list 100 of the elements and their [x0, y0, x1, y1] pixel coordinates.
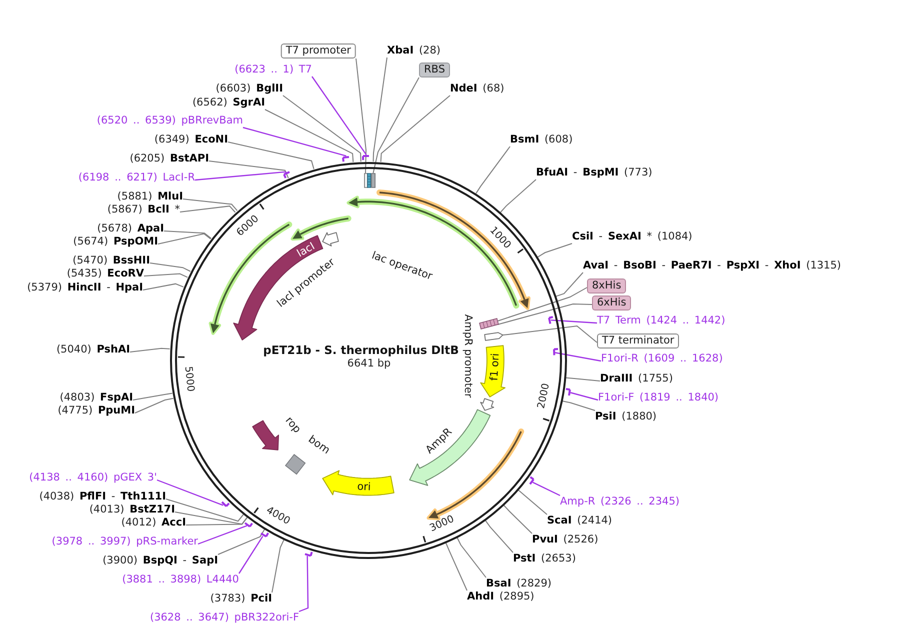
- leader-line: [500, 179, 536, 213]
- enzyme-site-label: (3900) BspQI - SapI: [102, 554, 218, 568]
- enzyme-site-label: (5867) BclI*: [107, 204, 180, 216]
- leader-line: [570, 392, 598, 401]
- enzyme-site-label: PsiI (1880): [595, 410, 657, 424]
- leader-line: [242, 126, 346, 157]
- leader-line: [372, 57, 388, 162]
- orf-track: [345, 194, 520, 310]
- feature-tag: RBS: [419, 62, 450, 78]
- leader-line: [198, 525, 248, 545]
- leader-line: [503, 504, 532, 534]
- enzyme-site-label: (4775) PpuMI: [58, 404, 135, 418]
- leader-line: [372, 77, 420, 174]
- enzyme-site-label: (5040) PshAI: [56, 344, 130, 356]
- enzyme-site-label: BfuAI - BspMI (773): [536, 166, 652, 180]
- enzyme-site-label: XbaI (28): [387, 44, 441, 58]
- enzyme-site-label: (5881) MluI: [117, 190, 183, 204]
- leader-line: [565, 377, 600, 382]
- origin-feature: [480, 345, 506, 398]
- enzyme-site-label: ScaI (2414): [547, 514, 612, 528]
- leader-line: [144, 273, 188, 278]
- enzyme-site-label: BsaI (2829): [486, 578, 552, 590]
- leader-line: [550, 320, 598, 324]
- plasmid-name: pET21b - S. thermophilus DltB: [263, 343, 459, 357]
- scale-label: 2000: [536, 382, 552, 410]
- scale-label: 5000: [182, 365, 196, 392]
- leader-line: [132, 392, 173, 400]
- primer-label: (6623 .. 1) T7: [234, 64, 312, 76]
- leader-line: [180, 206, 236, 213]
- bom-marker: [284, 454, 306, 474]
- leader-line: [497, 287, 588, 322]
- leader-line: [228, 142, 314, 170]
- feature-tag: 8xHis: [587, 278, 626, 293]
- leader-line: [208, 160, 289, 179]
- enzyme-site-label: (6603) BglII: [216, 82, 283, 96]
- origin-feature: [322, 470, 394, 496]
- leader-line: [445, 542, 468, 591]
- leader-line: [164, 230, 212, 239]
- leader-line: [182, 198, 238, 212]
- gene-feature: [408, 409, 491, 486]
- enzyme-site-label: BsmI (608): [510, 134, 573, 146]
- primer-mark: [548, 316, 554, 324]
- leader-line: [497, 304, 592, 325]
- promoter-feature: [480, 398, 494, 412]
- primer-mark: [552, 348, 559, 357]
- leader-line: [484, 520, 514, 553]
- enzyme-site-label: (3783) PciI: [210, 592, 272, 606]
- leader-line: [264, 109, 354, 163]
- feature-label: f1 ori: [488, 352, 502, 381]
- enzyme-site-label: (4803) FspAI: [60, 392, 133, 404]
- leader-line: [174, 512, 248, 525]
- feature-label: lacI: [294, 240, 317, 260]
- enzyme-site-label: (5678) ApaI: [97, 222, 164, 236]
- leader-line: [134, 398, 174, 414]
- primer-label: (3978 .. 3997) pRS-marker: [52, 536, 198, 548]
- feature-tag: 6xHis: [592, 295, 632, 310]
- enzyme-site-label: CsiI - SexAI* (1084): [572, 230, 692, 244]
- leader-line: [456, 536, 486, 578]
- enzyme-site-label: AvaI - BsoBI - PaeR7I - PspXI - XhoI (1315): [583, 260, 842, 272]
- leader-line: [312, 76, 367, 156]
- feature-label: ori: [356, 480, 371, 494]
- leader-line: [142, 283, 184, 290]
- enzyme-site-label: (5379) HincII - HpaI: [27, 282, 143, 294]
- enzyme-site-label: (5470) BssHII: [72, 254, 150, 268]
- leader-line: [150, 262, 191, 272]
- operator-marker: [367, 172, 372, 188]
- leader-line: [130, 348, 170, 352]
- primer-mark: [342, 156, 350, 162]
- primer-mark: [362, 155, 370, 162]
- promoter-feature: [322, 232, 339, 246]
- enzyme-site-label: DraIII (1755): [600, 372, 673, 386]
- terminator-feature: [484, 332, 504, 341]
- primer-label: Amp-R (2326 .. 2345): [560, 496, 680, 508]
- leader-line: [476, 146, 510, 194]
- enzyme-site-label: (6562) SgrAI: [192, 96, 265, 110]
- leader-line: [282, 95, 362, 162]
- feature-label: AmpR promoter: [462, 314, 474, 398]
- enzyme-site-label: (6205) BstAPI: [130, 152, 209, 166]
- orf-track: [288, 214, 352, 242]
- primer-label: F1ori-R (1609 .. 1628): [601, 352, 723, 366]
- primer-label: (3628 .. 3647) pBR322ori-F: [150, 612, 299, 624]
- enzyme-site-label: (4013) BstZ17I: [89, 504, 175, 516]
- leader-line: [554, 352, 602, 362]
- leader-line: [502, 325, 598, 343]
- feature-tag: T7 terminator: [597, 333, 680, 348]
- leader-line: [158, 233, 212, 244]
- gene-feature: [252, 420, 280, 450]
- feature-label: rop: [282, 414, 304, 436]
- primer-label: F1ori-F (1819 .. 1840): [598, 392, 719, 404]
- primer-mark: [564, 388, 571, 396]
- leader-line: [194, 171, 286, 181]
- primer-label: (6198 .. 6217) LacI-R: [78, 172, 195, 184]
- leader-line: [156, 479, 224, 506]
- plasmid-length: 6641 bp: [347, 358, 391, 370]
- primer-label: (6520 .. 6539) pBRrevBam: [96, 114, 243, 128]
- scale-label: 4000: [264, 505, 292, 528]
- leader-line: [556, 272, 584, 297]
- enzyme-site-label: (5435) EcoRV: [66, 268, 144, 280]
- leader-line: [532, 482, 560, 496]
- enzyme-site-label: (4012) AccI: [121, 516, 186, 530]
